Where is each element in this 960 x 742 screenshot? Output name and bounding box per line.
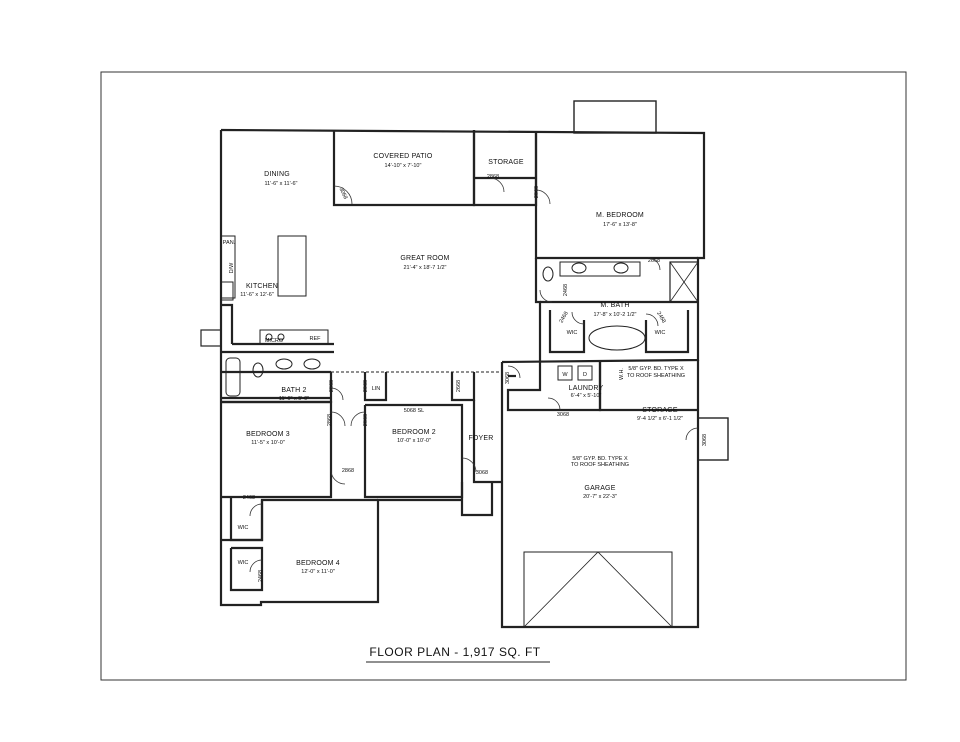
door-code-storage: 2868 [487,174,499,180]
dryer-label: D [583,372,587,378]
room-storage-garage-dim: 9'-4 1/2" x 6'-1 1/2" [637,416,683,422]
door-code-m-bed: 2868 [534,186,540,198]
linen-closet-label: LIN [372,386,381,392]
room-m-bath-name: M. BATH [600,302,629,309]
door-code-bed3: 2868 [327,414,333,426]
room-covered-patio-name: COVERED PATIO [373,153,432,160]
room-bedroom2-name: BEDROOM 2 [392,429,436,436]
door-code-m-bath-wic-left: 2468 [558,311,569,325]
door-swings [249,177,699,573]
room-great-room-name: GREAT ROOM [400,255,449,262]
room-garage-dim: 20'-7" x 22'-3" [583,494,617,500]
bed3-wic-label: WIC [238,525,249,531]
door-code-patio: 3068 [338,187,349,201]
gyp-note-top-line1: 5/8" GYP. BD. TYPE X [628,366,684,372]
room-storage-top-name: STORAGE [488,159,524,166]
door-code-m-bed-hall: 2668 [648,258,660,264]
door-code-lin: 2068 [363,380,369,392]
room-m-bedroom-dim: 17'-6" x 13'-8" [603,222,637,228]
washer-label: W [562,372,568,378]
room-covered-patio-dim: 14'-10" x 7'-10" [385,163,422,169]
fixtures [220,235,673,628]
kitchen-dishwasher-label: D/W [229,262,235,274]
room-laundry-name: LAUNDRY [569,385,604,392]
room-laundry-dim: 6'-4" x 5'-10" [571,393,602,399]
door-code-bath2: 2868 [329,380,335,392]
bed4-wic-label: WIC [238,560,249,566]
room-great-room-dim: 21'-4" x 18'-7 1/2" [403,265,446,271]
kitchen-refrigerator-label: REF [310,336,322,342]
door-code-bed4-wic: 2468 [258,570,264,582]
room-bedroom4-name: BEDROOM 4 [296,560,340,567]
door-code-laundry: 3068 [557,412,569,418]
door-code-bed3-wic: 2468 [243,495,255,501]
room-foyer-name: FOYER [468,435,493,442]
gyp-note-garage-line1: 5/8" GYP. BD. TYPE X [572,456,628,462]
room-garage-name: GARAGE [584,485,615,492]
m-bath-wic-right-label: WIC [655,330,666,336]
walls [200,100,729,629]
kitchen-pantry-label: PAN. [223,240,236,246]
gyp-note-garage-line2: TO ROOF SHEATHING [571,462,629,468]
room-bath2-name: BATH 2 [281,387,306,394]
room-bedroom4-dim: 12'-0" x 11'-0" [301,569,334,575]
door-code-m-bath-left: 2468 [563,284,569,296]
door-code-bed3-hall: 2868 [342,468,354,474]
gyp-note-top-line2: TO ROOF SHEATHING [627,373,685,379]
room-kitchen-dim: 11'-6" x 12'-6" [240,292,273,298]
door-code-m-bath-wic-right: 2468 [655,311,666,325]
room-m-bedroom-name: M. BEDROOM [596,212,644,219]
room-bedroom2-dim: 10'-0" x 10'-0" [397,438,431,444]
room-bedroom3-dim: 11'-5" x 10'-0" [251,440,284,446]
room-dining-dim: 11'-6" x 11'-6" [264,181,297,187]
door-code-garage-entry: 3068 [505,372,511,384]
room-m-bath-dim: 17'-8" x 10'-2 1/2" [593,312,636,318]
room-storage-garage-name: STORAGE [642,407,678,414]
m-bath-wic-left-label: WIC [567,330,578,336]
sheet-border [100,71,907,681]
slider-door-label: 5068 SL [404,408,425,414]
door-code-hall-closet: 2668 [456,380,462,392]
water-heater-label: W.H. [619,368,625,380]
room-bath2-dim: 11'-6" x 5'-0" [279,396,309,402]
room-bedroom3-name: BEDROOM 3 [246,431,290,438]
kitchen-microwave-label: MICRO [265,338,284,344]
door-code-garage-side: 3068 [702,434,708,446]
room-kitchen-name: KITCHEN [246,283,278,290]
door-code-foyer: 3068 [476,470,488,476]
plan-title: FLOOR PLAN - 1,917 SQ. FT [369,645,540,659]
door-code-bed2: 2868 [363,414,369,426]
room-dining-name: DINING [264,171,290,178]
